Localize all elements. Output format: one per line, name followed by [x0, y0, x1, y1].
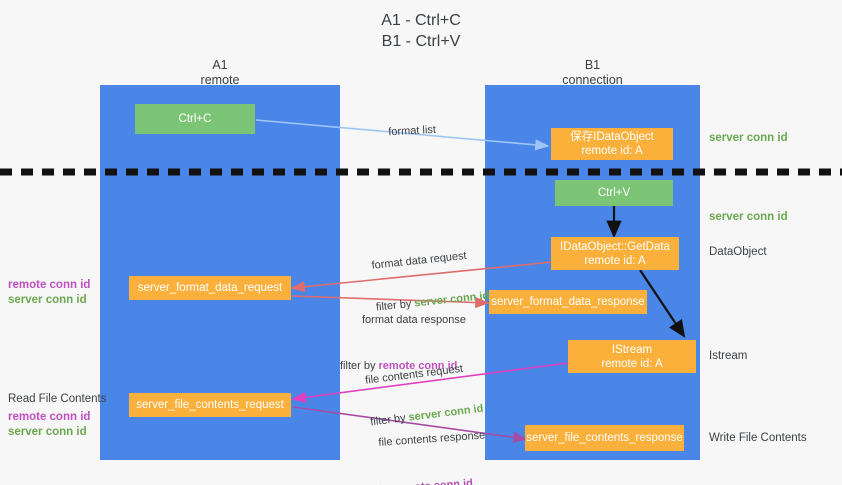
- node-server-format-data-response[interactable]: server_format_data_response: [489, 290, 647, 314]
- right-label-server-conn-id-second: server conn id: [709, 211, 788, 223]
- format-data-request-title: format data request: [371, 249, 468, 272]
- file-contents-request-title: file contents request: [364, 362, 464, 387]
- left-label-read-file-contents: Read File Contents: [8, 393, 107, 405]
- node-istream-line2: remote id: A: [601, 357, 663, 370]
- file-contents-response-filter: filter by remote conn id: [355, 475, 489, 485]
- node-getdata-line1: IDataObject::GetData: [560, 240, 670, 253]
- node-save-dataobject-line2: remote id: A: [581, 145, 643, 157]
- node-server-format-data-request[interactable]: server_format_data_request: [129, 276, 291, 300]
- node-ctrl-c[interactable]: Ctrl+C: [135, 104, 255, 134]
- left-remote-conn-id-1: remote conn id: [8, 279, 91, 291]
- column-header-b1: B1 connection: [485, 58, 700, 88]
- left-label-conn-ids-1: remote conn id server conn id: [8, 278, 90, 308]
- title-line-2: B1 - Ctrl+V: [381, 33, 461, 50]
- left-server-conn-id-2: server conn id: [8, 426, 87, 438]
- left-label-conn-ids-2: remote conn id server conn id: [8, 410, 90, 440]
- node-istream[interactable]: IStream remote id: A: [568, 340, 696, 373]
- format-data-response-title: format data response: [362, 314, 466, 326]
- edge-label-format-list: format list: [375, 109, 437, 154]
- node-server-file-contents-response-label: server_file_contents_response: [526, 432, 683, 444]
- column-header-a1: A1 remote: [100, 58, 340, 88]
- node-save-dataobject[interactable]: 保存IDataObject remote id: A: [551, 128, 673, 160]
- column-a1-role: remote: [200, 73, 240, 87]
- filter-prefix: filter by: [340, 360, 379, 372]
- node-idataobject-getdata[interactable]: IDataObject::GetData remote id: A: [551, 237, 679, 270]
- column-a1-name: A1: [212, 58, 228, 72]
- node-save-dataobject-line1: 保存IDataObject: [570, 131, 654, 143]
- node-istream-line1: IStream: [611, 343, 653, 356]
- node-ctrl-c-label: Ctrl+C: [178, 113, 212, 125]
- right-label-istream: Istream: [709, 350, 748, 362]
- right-label-server-conn-id-top: server conn id: [709, 132, 788, 144]
- column-b1-role: connection: [562, 73, 623, 87]
- node-server-file-contents-request[interactable]: server_file_contents_request: [129, 393, 291, 417]
- left-remote-conn-id-2: remote conn id: [8, 411, 91, 423]
- filter-value-remote-conn-id: remote conn id: [378, 360, 458, 372]
- file-contents-response-title: file contents response: [378, 429, 486, 449]
- title-line-1: A1 - Ctrl+C: [381, 12, 461, 29]
- node-getdata-line2: remote id: A: [584, 254, 646, 267]
- node-ctrl-v[interactable]: Ctrl+V: [555, 180, 673, 206]
- edge-label-format-list-text: format list: [388, 123, 437, 139]
- filter-value-remote-conn-id: remote conn id: [394, 477, 473, 485]
- right-label-dataobject: DataObject: [709, 246, 767, 258]
- format-data-response-filter: filter by remote conn id: [340, 359, 466, 373]
- edge-label-file-contents-response: file contents response filter by remote …: [355, 401, 491, 485]
- left-server-conn-id-1: server conn id: [8, 294, 87, 306]
- page-title: A1 - Ctrl+C B1 - Ctrl+V: [0, 10, 842, 52]
- node-server-file-contents-request-label: server_file_contents_request: [136, 399, 284, 411]
- edge-label-format-data-response: format data response filter by remote co…: [340, 285, 466, 401]
- column-b1-name: B1: [584, 58, 601, 72]
- node-server-file-contents-response[interactable]: server_file_contents_response: [525, 425, 684, 451]
- right-label-write-file-contents: Write File Contents: [709, 432, 807, 444]
- node-server-format-data-response-label: server_format_data_response: [491, 296, 645, 308]
- node-ctrl-v-label: Ctrl+V: [597, 187, 631, 199]
- node-server-format-data-request-label: server_format_data_request: [137, 282, 283, 294]
